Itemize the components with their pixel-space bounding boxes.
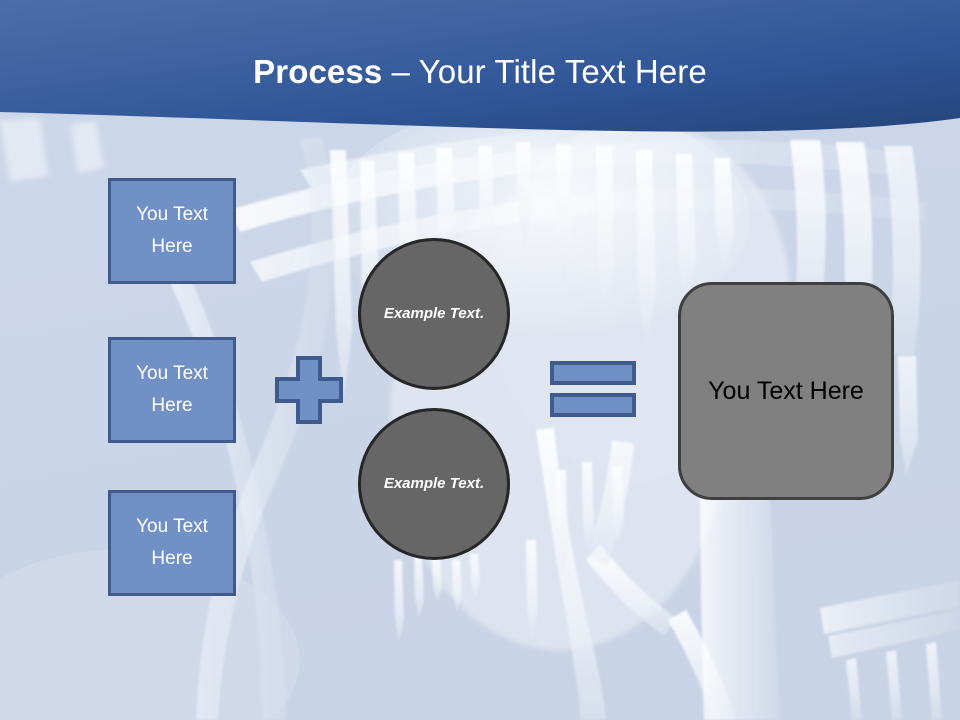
page-title-bold: Process [253, 53, 383, 90]
process-circle-2-label: Example Text. [383, 475, 485, 492]
process-circle-2[interactable]: Example Text. [358, 408, 510, 560]
input-box-2[interactable]: You Text Here [108, 337, 236, 443]
result-box-label: You Text Here [708, 377, 864, 405]
input-box-3-label: You Text Here [136, 516, 208, 569]
page-title-rest: – Your Title Text Here [382, 53, 707, 90]
result-box[interactable]: You Text Here [678, 282, 894, 500]
input-box-3[interactable]: You Text Here [108, 490, 236, 596]
process-circle-1[interactable]: Example Text. [358, 238, 510, 390]
input-box-1-label: You Text Here [136, 204, 208, 257]
page-title: Process – Your Title Text Here [0, 53, 960, 91]
plus-icon [274, 355, 344, 425]
input-box-1[interactable]: You Text Here [108, 178, 236, 284]
equals-icon [549, 359, 637, 419]
process-circle-1-label: Example Text. [383, 305, 485, 322]
input-box-2-label: You Text Here [136, 363, 208, 416]
